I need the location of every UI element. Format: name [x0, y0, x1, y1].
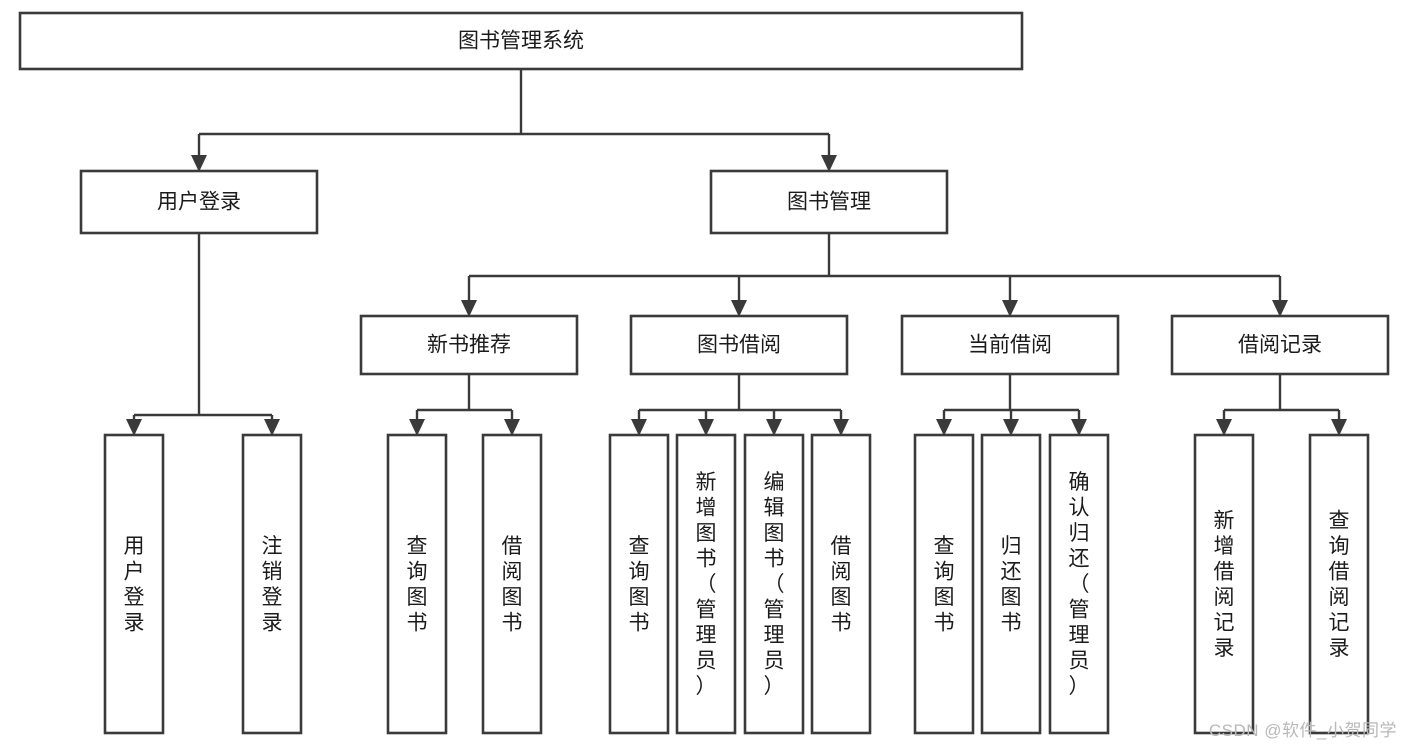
- node-leaf-add-book[interactable]: 新增图书（管理员）: [675, 433, 737, 735]
- node-leaf-add-record[interactable]: 新增借阅记录: [1193, 433, 1255, 735]
- node-leaf-borrow-book-2-label: 借阅图书: [831, 535, 852, 635]
- node-book-manage-box[interactable]: [709, 169, 949, 235]
- node-leaf-edit-book[interactable]: 编辑图书（管理员）: [743, 433, 805, 735]
- arrow-head-icon: [1272, 300, 1288, 317]
- node-leaf-return-book-label: 归还图书: [1001, 535, 1022, 635]
- node-leaf-query-book-3[interactable]: 查询图书: [913, 433, 975, 735]
- node-leaf-add-record-label: 新增借阅记录: [1214, 509, 1235, 660]
- arrow-head-icon: [731, 300, 747, 317]
- node-leaf-user-login-box[interactable]: [103, 433, 165, 735]
- node-leaf-add-book-label: 新增图书（管理员）: [696, 471, 717, 698]
- arrow-head-icon: [461, 300, 477, 317]
- node-leaf-borrow-book-2[interactable]: 借阅图书: [810, 433, 872, 735]
- node-leaf-edit-book-label: 编辑图书（管理员）: [764, 471, 785, 698]
- node-root[interactable]: 图书管理系统: [18, 11, 1024, 71]
- node-user-login-box[interactable]: [79, 169, 319, 235]
- arrow-head-icon: [264, 419, 280, 436]
- node-layer: 图书管理系统用户登录图书管理新书推荐图书借阅当前借阅借阅记录用户登录注销登录查询…: [18, 11, 1390, 735]
- node-leaf-query-book-1-box[interactable]: [386, 433, 448, 735]
- node-leaf-query-book-2-box[interactable]: [608, 433, 670, 735]
- arrow-head-icon: [504, 419, 520, 436]
- node-root-label: 图书管理系统: [458, 30, 584, 53]
- node-leaf-user-login-label: 用户登录: [124, 535, 145, 635]
- node-leaf-query-book-1[interactable]: 查询图书: [386, 433, 448, 735]
- arrow-head-icon: [1331, 419, 1347, 436]
- arrow-head-icon: [766, 419, 782, 436]
- node-book-manage[interactable]: 图书管理: [709, 169, 949, 235]
- arrow-head-icon: [936, 419, 952, 436]
- arrow-head-icon: [698, 419, 714, 436]
- node-current-borrow-box[interactable]: [900, 314, 1120, 376]
- node-book-manage-label: 图书管理: [787, 191, 871, 214]
- node-borrow-record[interactable]: 借阅记录: [1170, 314, 1390, 376]
- node-leaf-query-book-2[interactable]: 查询图书: [608, 433, 670, 735]
- arrow-head-icon: [1216, 419, 1232, 436]
- node-book-borrow-box[interactable]: [629, 314, 849, 376]
- node-new-book-recommend[interactable]: 新书推荐: [359, 314, 579, 376]
- arrow-head-icon: [1002, 300, 1018, 317]
- node-borrow-record-box[interactable]: [1170, 314, 1390, 376]
- node-leaf-borrow-book-2-box[interactable]: [810, 433, 872, 735]
- node-leaf-return-book[interactable]: 归还图书: [980, 433, 1042, 735]
- connector-layer: [126, 69, 1347, 436]
- node-user-login[interactable]: 用户登录: [79, 169, 319, 235]
- node-leaf-query-book-1-label: 查询图书: [407, 535, 428, 635]
- node-book-borrow[interactable]: 图书借阅: [629, 314, 849, 376]
- node-leaf-edit-book-box[interactable]: [743, 433, 805, 735]
- node-leaf-borrow-book-1-box[interactable]: [481, 433, 543, 735]
- node-leaf-query-book-2-label: 查询图书: [629, 535, 650, 635]
- node-leaf-query-book-3-box[interactable]: [913, 433, 975, 735]
- arrow-head-icon: [126, 419, 142, 436]
- arrow-head-icon: [1071, 419, 1087, 436]
- arrow-head-icon: [191, 155, 207, 172]
- node-user-login-label: 用户登录: [157, 191, 241, 214]
- node-leaf-confirm-return-label: 确认归还（管理员）: [1069, 471, 1090, 698]
- arrow-head-icon: [409, 419, 425, 436]
- arrow-head-icon: [821, 155, 837, 172]
- node-current-borrow[interactable]: 当前借阅: [900, 314, 1120, 376]
- arrow-head-icon: [631, 419, 647, 436]
- node-current-borrow-label: 当前借阅: [968, 334, 1052, 357]
- node-new-book-recommend-label: 新书推荐: [427, 334, 511, 357]
- node-leaf-user-login[interactable]: 用户登录: [103, 433, 165, 735]
- node-book-borrow-label: 图书借阅: [697, 334, 781, 357]
- node-leaf-logout-box[interactable]: [241, 433, 303, 735]
- node-leaf-query-record-label: 查询借阅记录: [1329, 509, 1350, 660]
- arrow-head-icon: [833, 419, 849, 436]
- node-leaf-borrow-book-1-label: 借阅图书: [502, 535, 523, 635]
- watermark-text: CSDN @软件_小贺同学: [1208, 721, 1397, 740]
- arrow-head-icon: [1003, 419, 1019, 436]
- node-leaf-add-book-box[interactable]: [675, 433, 737, 735]
- node-leaf-logout[interactable]: 注销登录: [241, 433, 303, 735]
- node-leaf-return-book-box[interactable]: [980, 433, 1042, 735]
- node-leaf-logout-label: 注销登录: [262, 535, 283, 635]
- node-root-box[interactable]: [18, 11, 1024, 71]
- node-leaf-query-record-box[interactable]: [1308, 433, 1370, 735]
- node-leaf-query-book-3-label: 查询图书: [934, 535, 955, 635]
- node-leaf-add-record-box[interactable]: [1193, 433, 1255, 735]
- node-leaf-query-record[interactable]: 查询借阅记录: [1308, 433, 1370, 735]
- node-leaf-confirm-return-box[interactable]: [1048, 433, 1110, 735]
- node-borrow-record-label: 借阅记录: [1238, 334, 1322, 357]
- node-leaf-borrow-book-1[interactable]: 借阅图书: [481, 433, 543, 735]
- node-new-book-recommend-box[interactable]: [359, 314, 579, 376]
- node-leaf-confirm-return[interactable]: 确认归还（管理员）: [1048, 433, 1110, 735]
